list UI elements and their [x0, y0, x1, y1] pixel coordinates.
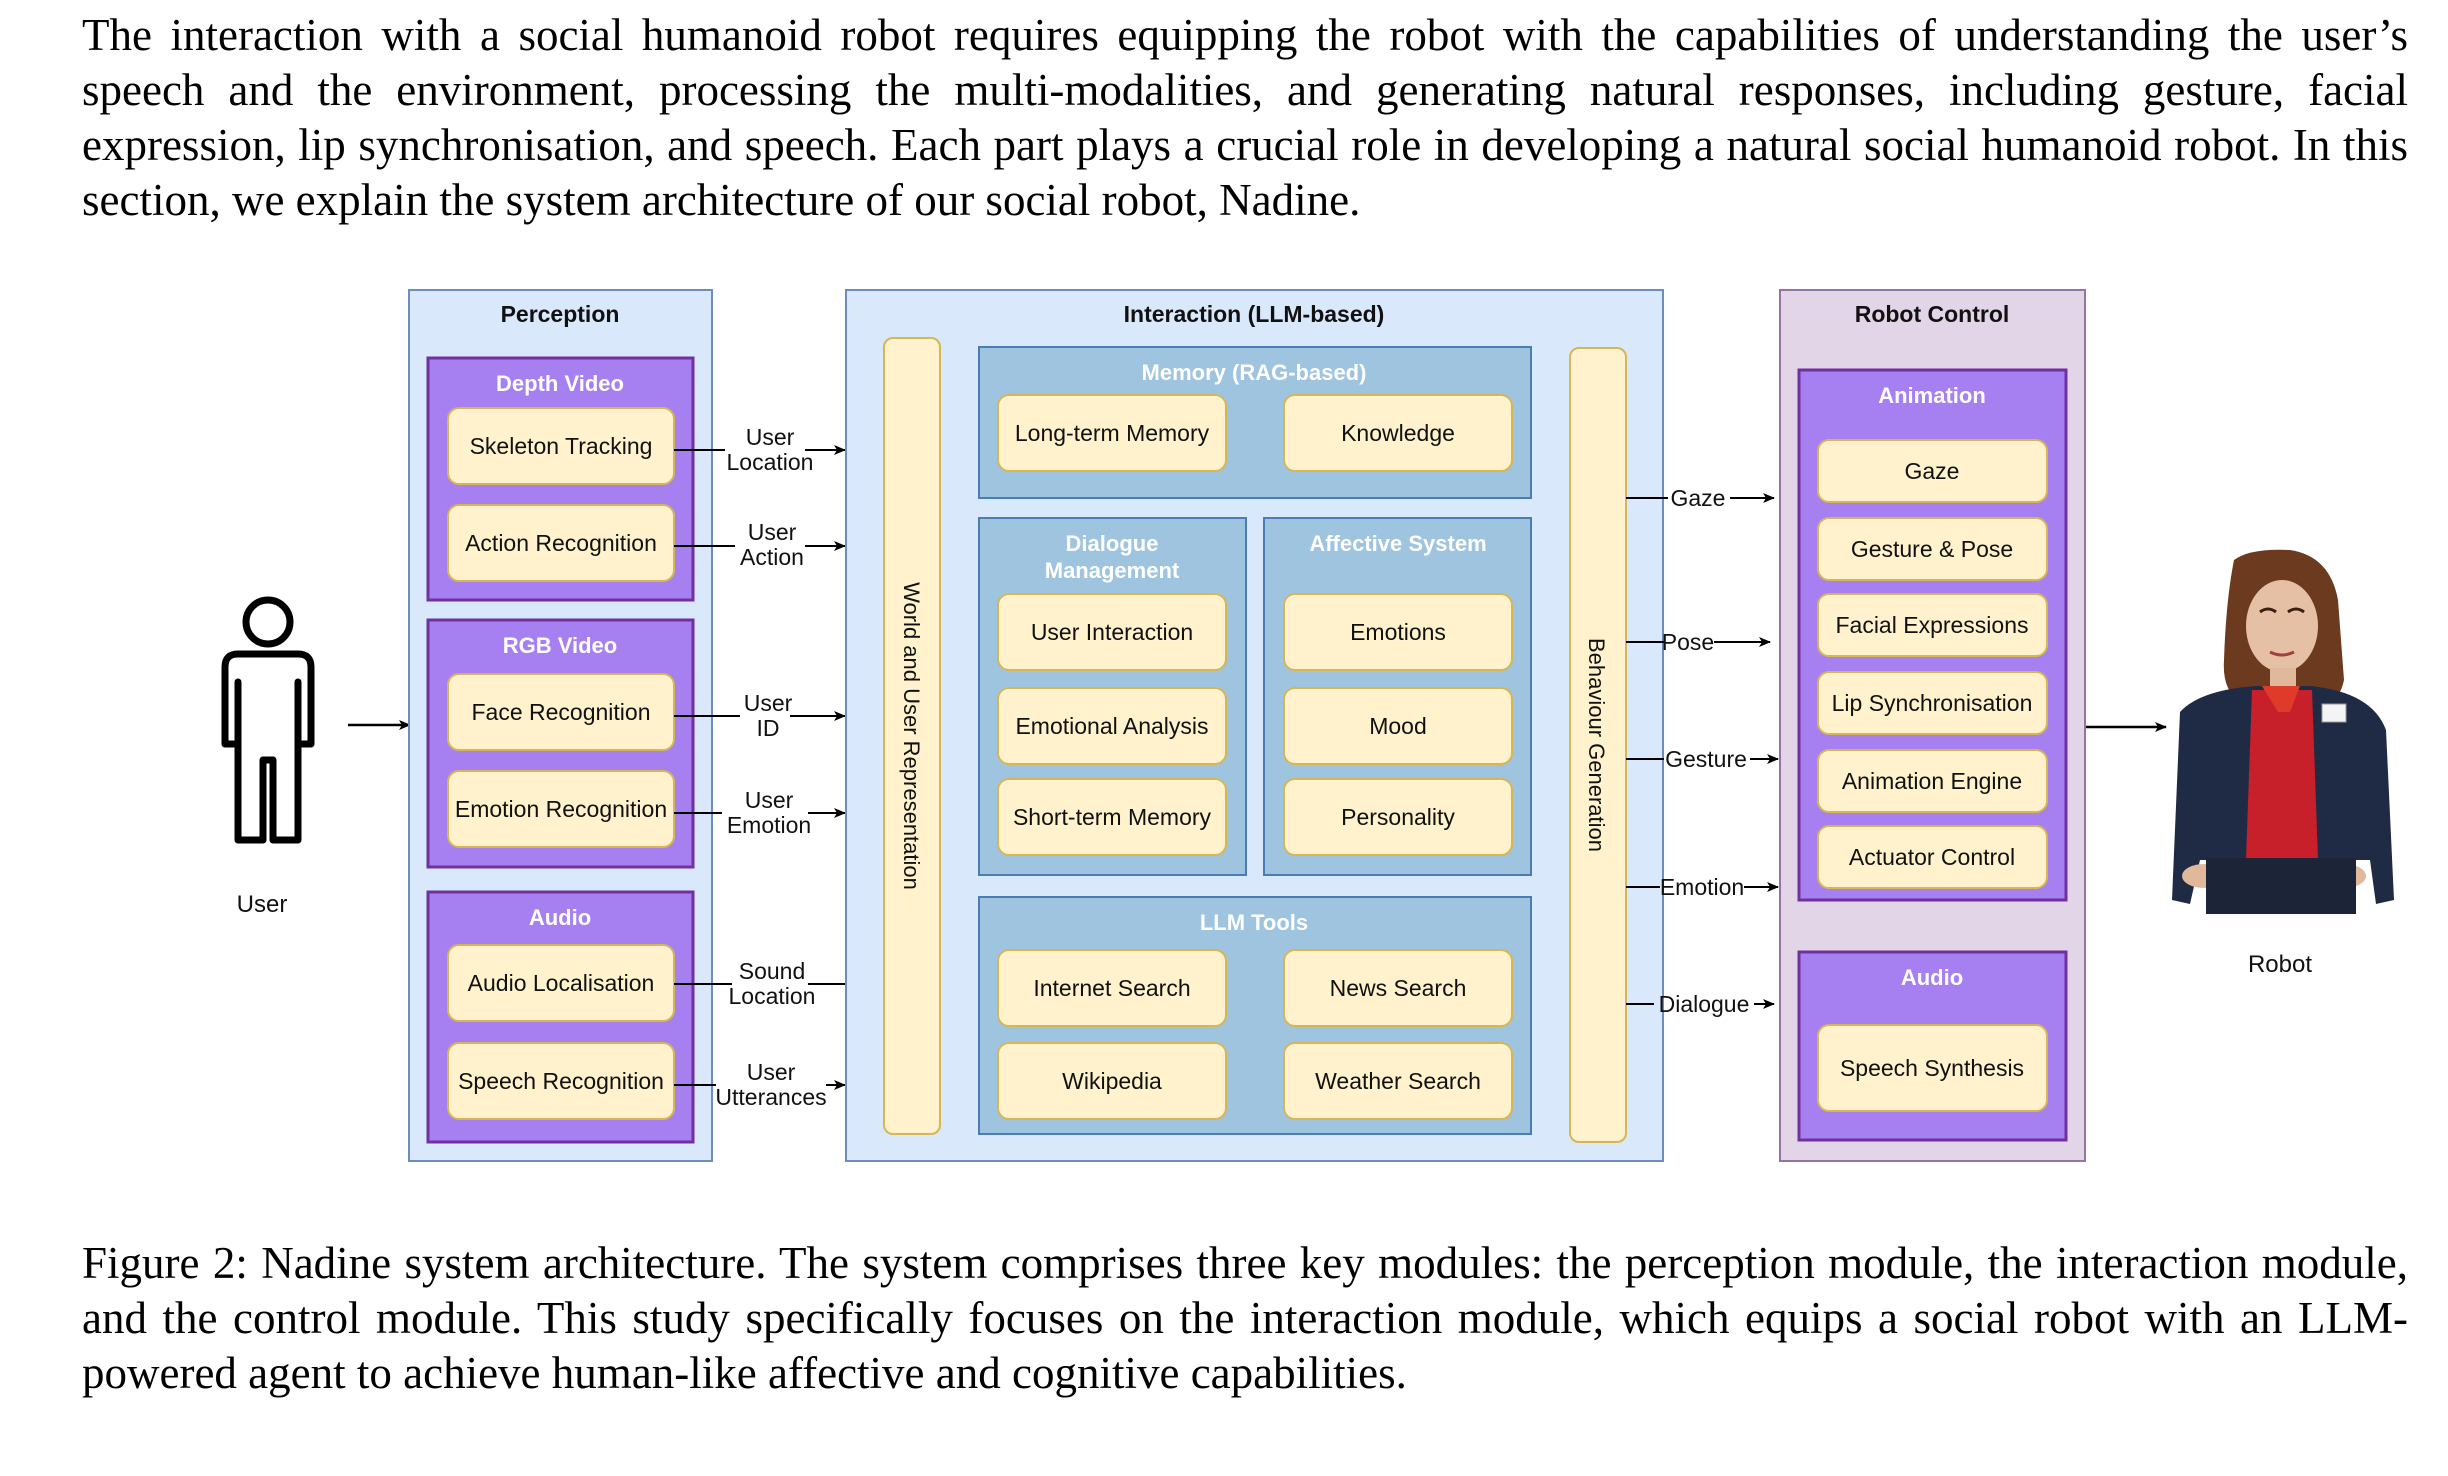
weather-search-box [1283, 1042, 1513, 1120]
knowledge-label: Knowledge [1341, 420, 1455, 446]
facial-expressions-label: Facial Expressions [1835, 612, 2028, 638]
intro-paragraph: The interaction with a social humanoid r… [82, 10, 2408, 225]
animation-title: Animation [1878, 383, 1986, 408]
skeleton-tracking-box [447, 407, 675, 485]
skeleton-tracking-label: Skeleton Tracking [470, 433, 653, 459]
long-term-memory-box [997, 394, 1227, 472]
long-term-memory-label: Long-term Memory [1015, 420, 1210, 446]
speech-recognition-label: Speech Recognition [458, 1068, 664, 1094]
memory-title: Memory (RAG-based) [1142, 360, 1367, 385]
news-search-box [1283, 949, 1513, 1027]
emotional-analysis-box [997, 687, 1227, 765]
perception-audio-title: Audio [529, 905, 591, 930]
mood-box [1283, 687, 1513, 765]
gesture-pose-box [1817, 517, 2048, 581]
world-user-representation-bar [883, 337, 941, 1135]
world-user-representation-label: World and User Representation [899, 582, 924, 890]
emotional-analysis-label: Emotional Analysis [1015, 713, 1208, 739]
interaction-title: Interaction (LLM-based) [1124, 301, 1385, 327]
action-recognition-box [447, 504, 675, 582]
behaviour-output-labels: Gaze Pose Gesture Emotion Dialogue [1659, 485, 1750, 1017]
face-recognition-box [447, 673, 675, 751]
wikipedia-label: Wikipedia [1062, 1068, 1162, 1094]
behaviour-generation-bar [1569, 347, 1627, 1143]
pose-output-label: Pose [1662, 629, 1714, 655]
emotion-output-label: Emotion [1660, 874, 1744, 900]
gesture-output-label: Gesture [1665, 746, 1747, 772]
robot-control-title: Robot Control [1855, 301, 2010, 327]
gaze-box [1817, 439, 2048, 503]
rgb-video-title: RGB Video [503, 633, 618, 658]
behaviour-generation-label: Behaviour Generation [1584, 638, 1609, 852]
lip-synchronisation-label: Lip Synchronisation [1832, 690, 2033, 716]
speech-recognition-box [447, 1042, 675, 1120]
personality-box [1283, 778, 1513, 856]
user-interaction-label: User Interaction [1031, 619, 1193, 645]
gaze-label: Gaze [1905, 458, 1960, 484]
weather-search-label: Weather Search [1315, 1068, 1481, 1094]
dialogue-output-label: Dialogue [1659, 991, 1750, 1017]
gesture-pose-label: Gesture & Pose [1851, 536, 2013, 562]
user-interaction-box [997, 593, 1227, 671]
speech-synthesis-label: Speech Synthesis [1840, 1055, 2024, 1081]
actuator-control-box [1817, 825, 2048, 889]
emotion-recognition-box [447, 770, 675, 848]
lip-synchronisation-box [1817, 671, 2048, 735]
personality-label: Personality [1341, 804, 1455, 830]
llm-tools-title: LLM Tools [1200, 910, 1308, 935]
mood-label: Mood [1369, 713, 1427, 739]
robot-label: Robot [2248, 951, 2312, 978]
audio-localisation-label: Audio Localisation [468, 970, 655, 996]
animation-engine-label: Animation Engine [1842, 768, 2022, 794]
knowledge-box [1283, 394, 1513, 472]
actuator-control-label: Actuator Control [1849, 844, 2015, 870]
user-label: User [237, 891, 288, 918]
figure-caption: Figure 2: Nadine system architecture. Th… [82, 1238, 2408, 1398]
wikipedia-box [997, 1042, 1227, 1120]
nadine-robot-photo [2172, 549, 2394, 914]
emotions-box [1283, 593, 1513, 671]
speech-synthesis-box [1817, 1024, 2048, 1112]
short-term-memory-box [997, 778, 1227, 856]
user-person-icon [221, 596, 315, 844]
emotion-recognition-label: Emotion Recognition [455, 796, 667, 822]
face-recognition-label: Face Recognition [472, 699, 651, 725]
animation-engine-box [1817, 749, 2048, 813]
news-search-label: News Search [1330, 975, 1467, 1001]
perception-title: Perception [501, 301, 620, 327]
action-recognition-label: Action Recognition [465, 530, 657, 556]
facial-expressions-box [1817, 593, 2048, 657]
emotions-label: Emotions [1350, 619, 1446, 645]
short-term-memory-label: Short-term Memory [1013, 804, 1212, 830]
internet-search-box [997, 949, 1227, 1027]
internet-search-label: Internet Search [1033, 975, 1190, 1001]
behaviour-connectors [1626, 493, 1779, 1009]
affective-system-title: Affective System [1309, 531, 1486, 556]
control-audio-title: Audio [1901, 965, 1963, 990]
gaze-output-label: Gaze [1671, 485, 1726, 511]
depth-video-title: Depth Video [496, 371, 624, 396]
